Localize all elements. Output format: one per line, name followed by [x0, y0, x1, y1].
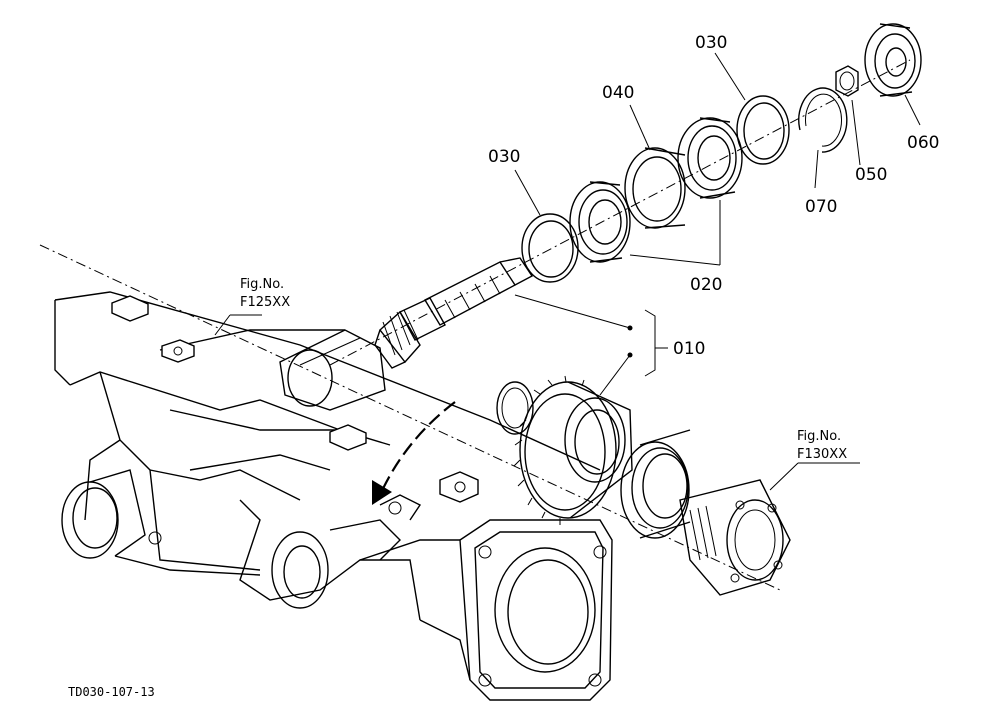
fig-ref-left-line2: F125XX — [240, 295, 290, 310]
callout-030-left: 030 — [488, 147, 520, 167]
spline-coupler — [679, 479, 791, 596]
right-bearing — [620, 429, 691, 539]
center-axis-line — [39, 244, 781, 591]
fig-ref-right-line2: F130XX — [797, 447, 847, 462]
snap-ring-left — [496, 381, 534, 435]
spacer-040 — [624, 147, 686, 229]
callout-070: 070 — [805, 197, 837, 217]
axle-housing — [54, 291, 613, 701]
drawing-code: TD030-107-13 — [68, 685, 155, 699]
assembly-arrow — [372, 401, 456, 505]
callout-030-top: 030 — [695, 33, 727, 53]
callout-020: 020 — [690, 275, 722, 295]
oil-seal-060 — [864, 23, 922, 97]
snap-ring-070 — [798, 87, 848, 153]
ring-gear — [513, 375, 633, 525]
fig-ref-right-line1: Fig.No. — [797, 429, 841, 444]
leader-lines — [214, 52, 921, 491]
nut-050 — [835, 65, 859, 97]
shim-ring-030-right — [736, 95, 790, 165]
callout-060: 060 — [907, 133, 939, 153]
bearing-020-right — [677, 117, 743, 199]
callout-010: 010 — [673, 339, 705, 359]
callout-050: 050 — [855, 165, 887, 185]
fig-ref-left-line1: Fig.No. — [240, 277, 284, 292]
bearing-020-left — [569, 181, 631, 263]
pinion-shaft — [374, 257, 534, 369]
callout-040: 040 — [602, 83, 634, 103]
